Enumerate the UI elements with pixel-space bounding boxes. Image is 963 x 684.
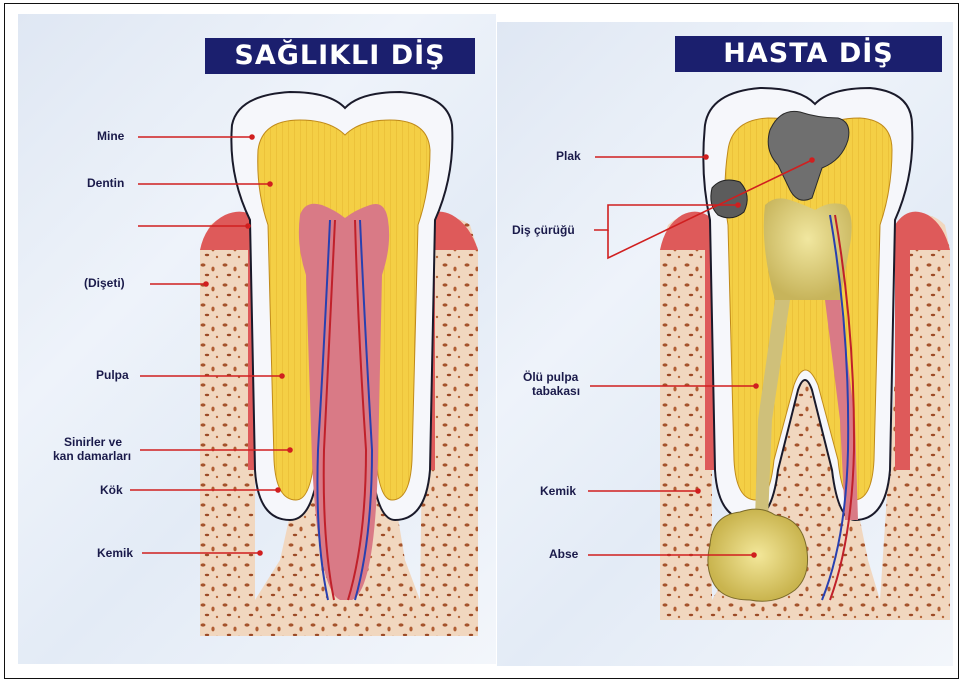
label-dead-pulp-line1: Ölü pulpa (523, 371, 578, 384)
healthy-tooth (200, 92, 478, 636)
label-enamel: Mine (97, 130, 124, 143)
label-bone-diseased: Kemik (540, 485, 576, 498)
label-pulp: Pulpa (96, 369, 129, 382)
label-decay: Diş çürüğü (512, 224, 575, 237)
diseased-tooth (660, 88, 950, 620)
label-abscess: Abse (549, 548, 578, 561)
label-dentin: Dentin (87, 177, 124, 190)
diseased-tooth-title: HASTA DİŞ (675, 36, 942, 72)
healthy-tooth-title: SAĞLIKLI DİŞ (205, 38, 475, 74)
label-bone-healthy: Kemik (97, 547, 133, 560)
label-dead-pulp-line2: tabakası (532, 385, 580, 398)
label-gum: (Dişeti) (84, 277, 125, 290)
label-plaque: Plak (556, 150, 581, 163)
label-nerves-line1: Sinirler ve (64, 436, 122, 449)
dead-pulp (764, 198, 852, 300)
label-nerves-line2: kan damarları (53, 450, 131, 463)
label-root: Kök (100, 484, 123, 497)
